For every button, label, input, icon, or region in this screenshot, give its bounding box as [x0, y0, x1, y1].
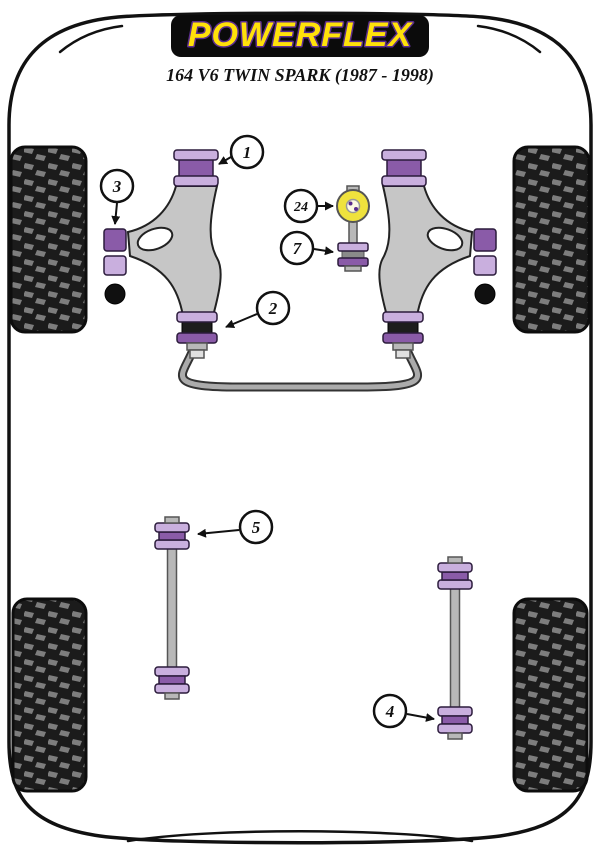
bushing-sleeve	[341, 250, 365, 259]
callout-24[interactable]: 24	[283, 188, 334, 224]
inner-bush-upper	[103, 228, 127, 252]
rear-drop-link-left	[154, 516, 190, 700]
callout-circle	[229, 134, 265, 170]
rear-bumper-line	[126, 830, 474, 843]
callout-number: 7	[293, 239, 303, 258]
callout-arrow	[111, 202, 121, 225]
callout-3[interactable]: 3	[99, 168, 135, 225]
front-left-suspension	[103, 149, 222, 359]
drop-link-bottom-bushing	[337, 242, 369, 272]
callout-2[interactable]: 2	[225, 290, 291, 329]
tire-front-left	[9, 145, 88, 334]
callout-arrow	[406, 713, 435, 722]
front-drop-link	[336, 185, 370, 272]
brand-logo-box	[171, 15, 429, 57]
callout-number: 24	[293, 200, 308, 215]
drop-link-rod	[449, 579, 461, 717]
hood-line-left	[58, 24, 124, 54]
callout-circle	[255, 290, 291, 326]
front-lower-bushing	[176, 311, 218, 359]
washer	[186, 342, 208, 351]
callout-circle	[238, 509, 274, 545]
callout-number: 2	[268, 299, 278, 318]
mount-ball	[104, 283, 126, 305]
wishbone-lightening-hole	[136, 226, 174, 252]
bushing-flange	[173, 175, 219, 187]
brand-logo-text: POWERFLEX	[188, 16, 414, 54]
car-body-outline	[7, 11, 593, 845]
nut	[189, 349, 205, 359]
callout-arrow	[218, 156, 232, 165]
washer	[344, 265, 362, 272]
callout-circle	[372, 693, 408, 729]
callout-number: 3	[112, 177, 122, 196]
tire-rear-left	[11, 597, 88, 793]
callout-7[interactable]: 7	[279, 230, 334, 266]
drop-link-rod	[166, 539, 178, 677]
anti-roll-bar	[178, 329, 422, 392]
front-upper-bushing	[173, 149, 219, 187]
bushing-mark	[348, 201, 353, 206]
bushing-flange	[337, 242, 369, 252]
callout-number: 5	[252, 518, 261, 537]
bushing-body	[178, 158, 214, 178]
callout-circle	[283, 188, 319, 224]
tire-front-right	[512, 145, 591, 334]
bushing-flange	[173, 149, 219, 161]
callout-number: 4	[385, 702, 395, 721]
bushing-flange	[176, 332, 218, 344]
callout-arrow	[225, 313, 258, 329]
callout-4[interactable]: 4	[372, 693, 435, 729]
callout-5[interactable]: 5	[197, 509, 274, 545]
callout-1[interactable]: 1	[218, 134, 265, 170]
rear-drop-link-right	[437, 556, 473, 740]
bushing-mark	[354, 207, 358, 211]
bushing-center	[345, 198, 361, 214]
callout-circle	[99, 168, 135, 204]
tire-rear-right	[512, 597, 589, 793]
inner-bush-lower	[103, 255, 127, 276]
bushing-flange	[176, 311, 218, 323]
bushing-sleeve	[181, 320, 213, 335]
callout-arrow	[197, 528, 240, 538]
front-inner-bushes	[103, 228, 127, 305]
bushing-flange	[337, 257, 369, 267]
hood-line-right	[476, 24, 542, 54]
model-title: 164 V6 TWIN SPARK (1987 - 1998)	[166, 65, 434, 86]
callout-number: 1	[243, 143, 252, 162]
callout-circle	[279, 230, 315, 266]
callout-arrow	[313, 246, 334, 256]
